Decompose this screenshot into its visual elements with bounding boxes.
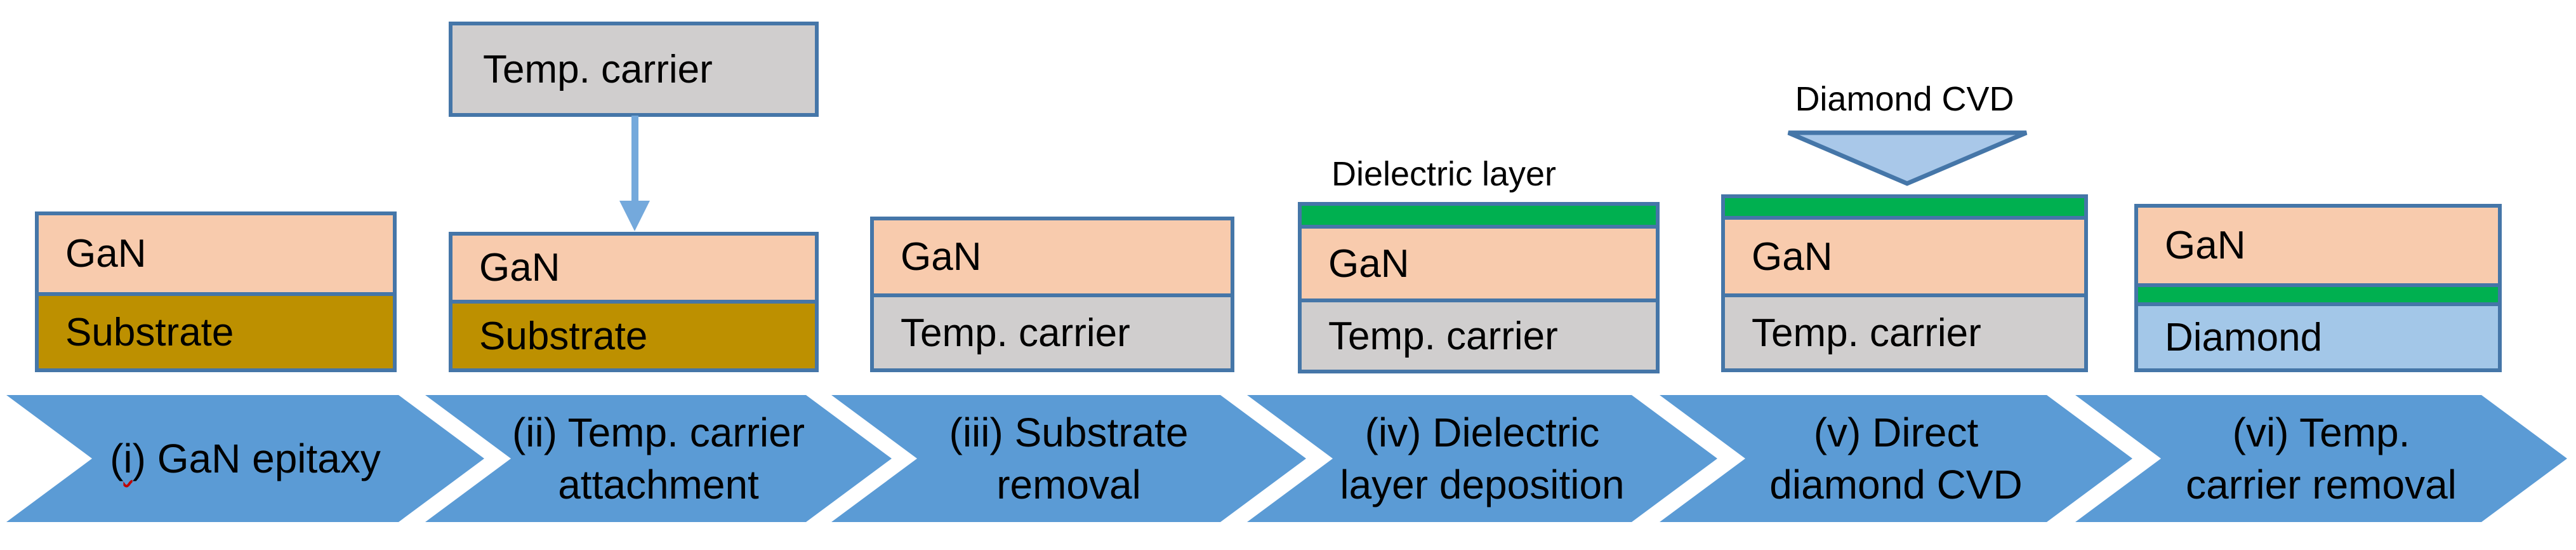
step-label-line2: carrier removal xyxy=(2186,462,2457,507)
layer-label: Diamond xyxy=(2165,315,2323,359)
attachment-arrow-head-icon xyxy=(619,201,650,231)
layer-substrate: Substrate xyxy=(35,292,397,372)
step-chevron-2: (ii) Temp. carrier attachment xyxy=(425,395,892,522)
layer-label: GaN xyxy=(2165,224,2246,267)
layer-label: GaN xyxy=(901,235,982,279)
stack-step-vi: GaN Diamond xyxy=(2134,204,2502,372)
step-label-line1: (ii) Temp. carrier xyxy=(512,410,805,455)
layer-gan: GaN xyxy=(870,217,1234,297)
diamond-cvd-triangle-icon xyxy=(1787,130,2028,186)
layer-gan: GaN xyxy=(449,232,819,304)
stack-step-iv: GaN Temp. carrier xyxy=(1298,202,1660,373)
step-label-line2: diamond CVD xyxy=(1769,462,2023,507)
layer-diamond: Diamond xyxy=(2134,302,2502,372)
layer-label: Substrate xyxy=(65,310,234,354)
step-label-line2: attachment xyxy=(558,462,759,507)
layer-gan: GaN xyxy=(2134,204,2502,287)
layer-temp-carrier: Temp. carrier xyxy=(1298,298,1660,373)
step-label-line1: (iv) Dielectric xyxy=(1364,410,1600,455)
layer-substrate: Substrate xyxy=(449,300,819,372)
step-chevron-1: (i) GaN epitaxy xyxy=(6,395,484,522)
temp-carrier-box-label: Temp. carrier xyxy=(483,47,713,91)
step-label-line1: (v) Direct xyxy=(1813,410,1979,455)
layer-gan: GaN xyxy=(1721,216,2088,297)
step-chevron-5: (v) Direct diamond CVD xyxy=(1660,395,2132,522)
layer-temp-carrier: Temp. carrier xyxy=(870,293,1234,372)
layer-label: Temp. carrier xyxy=(1328,314,1558,358)
step-label-line2: layer deposition xyxy=(1340,462,1625,507)
stack-step-i: GaN Substrate xyxy=(35,211,397,372)
layer-label: GaN xyxy=(65,232,147,276)
temp-carrier-box: Temp. carrier xyxy=(449,22,819,117)
layer-label: GaN xyxy=(1328,241,1410,286)
attachment-arrow-stem xyxy=(631,116,638,202)
layer-label: GaN xyxy=(479,246,560,290)
layer-gan: GaN xyxy=(1298,225,1660,302)
spellcheck-squiggle: i xyxy=(123,436,133,481)
diamond-cvd-label: Diamond CVD xyxy=(1795,80,2014,118)
stack-step-iii: GaN Temp. carrier xyxy=(870,217,1234,372)
step-label-line1: (iii) Substrate xyxy=(949,410,1189,455)
layer-label: Temp. carrier xyxy=(1752,311,1981,355)
step-chevron-6: (vi) Temp. carrier removal xyxy=(2075,395,2567,522)
step-chevron-4: (iv) Dielectric layer deposition xyxy=(1247,395,1717,522)
layer-temp-carrier: Temp. carrier xyxy=(1721,293,2088,372)
stack-step-v: GaN Temp. carrier xyxy=(1721,194,2088,372)
step-label-line1: (vi) Temp. xyxy=(2232,410,2410,455)
step-chevron-3: (iii) Substrate removal xyxy=(831,395,1306,522)
stack-step-ii: GaN Substrate xyxy=(449,232,819,372)
layer-label: GaN xyxy=(1752,234,1833,279)
step-label-line2: removal xyxy=(996,462,1141,507)
step-label: (i) GaN epitaxy xyxy=(110,436,381,481)
layer-gan: GaN xyxy=(35,211,397,296)
dielectric-layer-label: Dielectric layer xyxy=(1331,155,1557,193)
layer-label: Substrate xyxy=(479,314,648,358)
layer-label: Temp. carrier xyxy=(901,311,1130,355)
